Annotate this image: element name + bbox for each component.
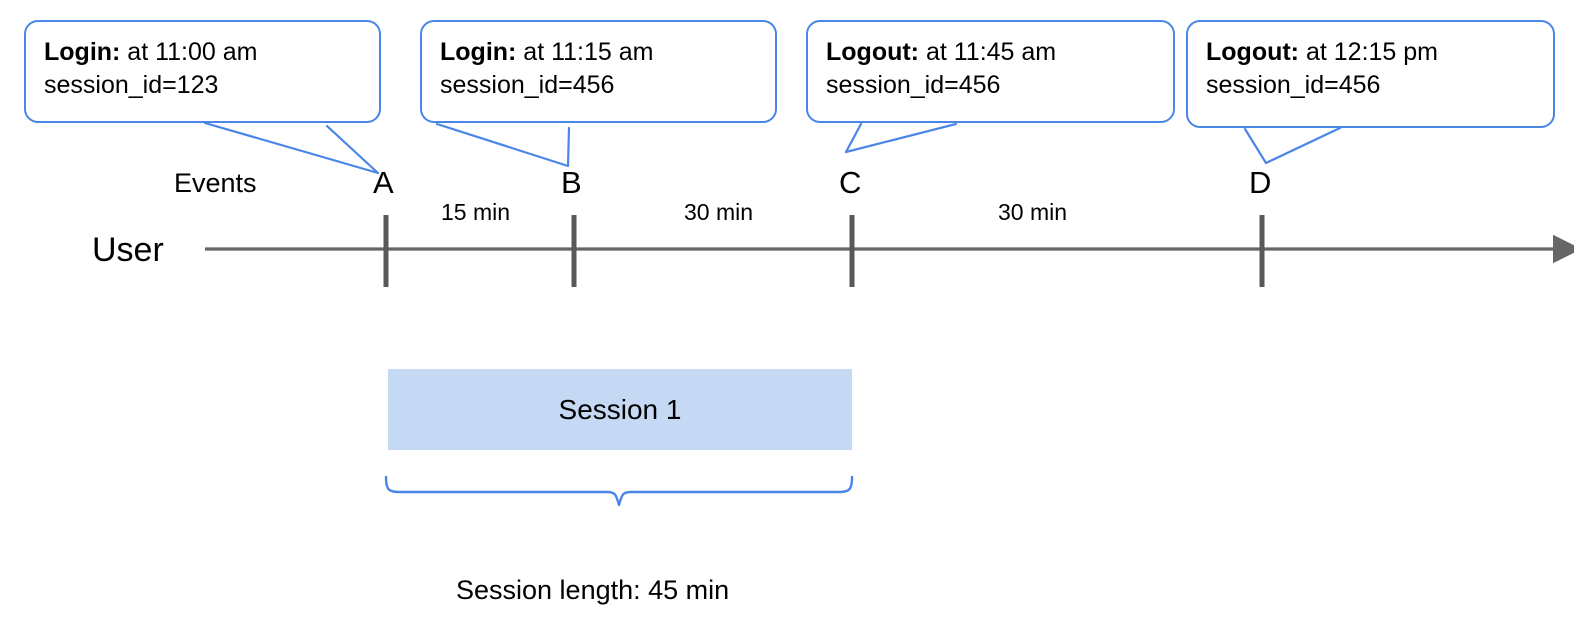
callout-line-primary: Logout: at 11:45 am [826, 36, 1157, 69]
interval-label-bc: 30 min [684, 199, 754, 225]
callout-bubble-d[interactable]: Logout: at 12:15 pm session_id=456 [1186, 20, 1555, 128]
callout-session-id: session_id=123 [44, 70, 219, 99]
callout-event-time: at 12:15 pm [1299, 38, 1438, 66]
session-brace [384, 475, 854, 507]
lane-label-user: User [92, 231, 164, 269]
callout-line-primary: Logout: at 12:15 pm [1206, 36, 1537, 69]
callout-tail-b [435, 122, 571, 168]
callout-session-id: session_id=456 [440, 70, 615, 99]
lane-label-events: Events [174, 168, 257, 198]
callout-session-id: session_id=456 [826, 70, 1001, 99]
event-point-label-a: A [373, 165, 394, 200]
callout-line-primary: Login: at 11:00 am [44, 36, 363, 69]
session-bar-label: Session 1 [558, 393, 682, 425]
callout-event-type: Logout: [826, 38, 920, 66]
callout-event-type: Login: [44, 38, 121, 66]
callout-bubble-c[interactable]: Logout: at 11:45 am session_id=456 [806, 20, 1175, 123]
callout-line-primary: Login: at 11:15 am [440, 36, 759, 69]
interval-label-ab: 15 min [441, 199, 511, 225]
event-point-label-c: C [839, 165, 862, 200]
session-bar[interactable]: Session 1 [388, 369, 852, 450]
callout-event-time: at 11:15 am [516, 38, 654, 66]
interval-label-cd: 30 min [998, 199, 1068, 225]
callout-event-time: at 11:00 am [120, 38, 258, 66]
callout-tail-a [203, 121, 380, 175]
callout-session-id: session_id=456 [1206, 70, 1381, 99]
callout-bubble-a[interactable]: Login: at 11:00 am session_id=123 [24, 20, 381, 123]
callout-tail-d [1243, 126, 1342, 165]
session-length-caption: Session length: 45 min [456, 575, 730, 605]
event-point-label-b: B [561, 165, 582, 200]
event-point-label-d: D [1249, 165, 1272, 200]
callout-event-type: Login: [440, 38, 517, 66]
callout-tail-c [844, 122, 958, 154]
callout-bubble-b[interactable]: Login: at 11:15 am session_id=456 [420, 20, 777, 123]
callout-event-type: Logout: [1206, 38, 1300, 66]
callout-event-time: at 11:45 am [919, 38, 1057, 66]
